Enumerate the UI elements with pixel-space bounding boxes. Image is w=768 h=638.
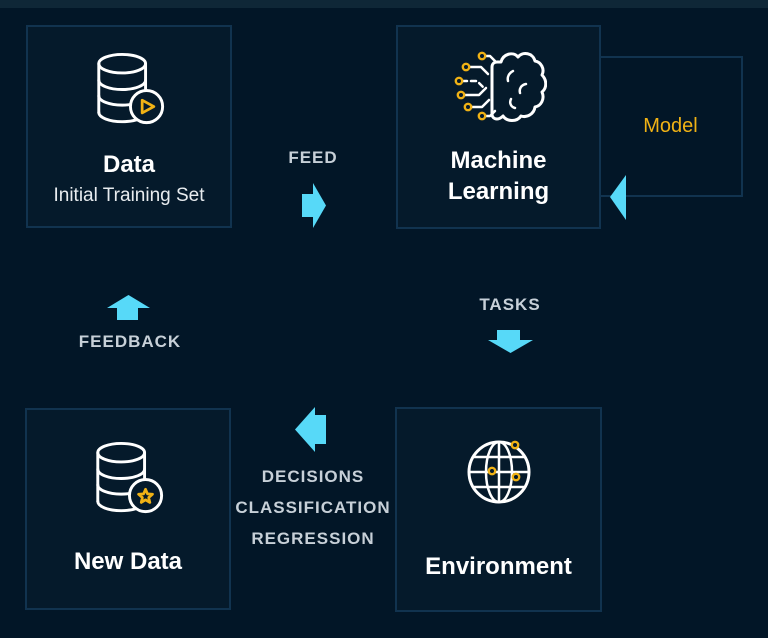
node-title-environment: Environment [425,553,572,580]
decisions-arrow-left-icon [295,407,326,452]
edge-tasks-label: TASKS [479,295,541,314]
model-return-arrow-left-icon [610,175,626,220]
node-new-data-box: New Data [25,408,231,610]
node-title-machine-learning: Machine Learning [447,147,550,205]
node-subtitle-data: Initial Training Set [53,185,205,206]
edge-decisions-labels: DECISIONS CLASSIFICATION REGRESSION [223,461,403,554]
node-title-new-data: New Data [73,548,183,575]
node-data-box: Data Initial Training Set [26,25,232,228]
node-machine-learning-box: Machine Learning [396,25,601,229]
database-play-icon [97,52,165,125]
feedback-arrow-up-icon [107,295,150,320]
model-label: Model [643,115,698,137]
node-environment-box: Environment [395,407,602,612]
globe-icon [467,440,530,504]
database-star-icon [96,441,164,514]
feed-arrow-right-icon [302,183,326,228]
bottom-edge-strip [0,0,768,8]
edge-feed-label: FEED [288,148,338,167]
edge-classification-label-line: CLASSIFICATION [235,498,391,517]
tasks-arrow-down-icon [488,330,533,353]
brain-circuit-icon [454,51,547,122]
edge-regression-label-line: REGRESSION [251,529,375,548]
node-title-data: Data [102,151,156,178]
edge-decisions-label-line: DECISIONS [261,467,365,486]
edge-feedback-label: FEEDBACK [78,332,182,351]
